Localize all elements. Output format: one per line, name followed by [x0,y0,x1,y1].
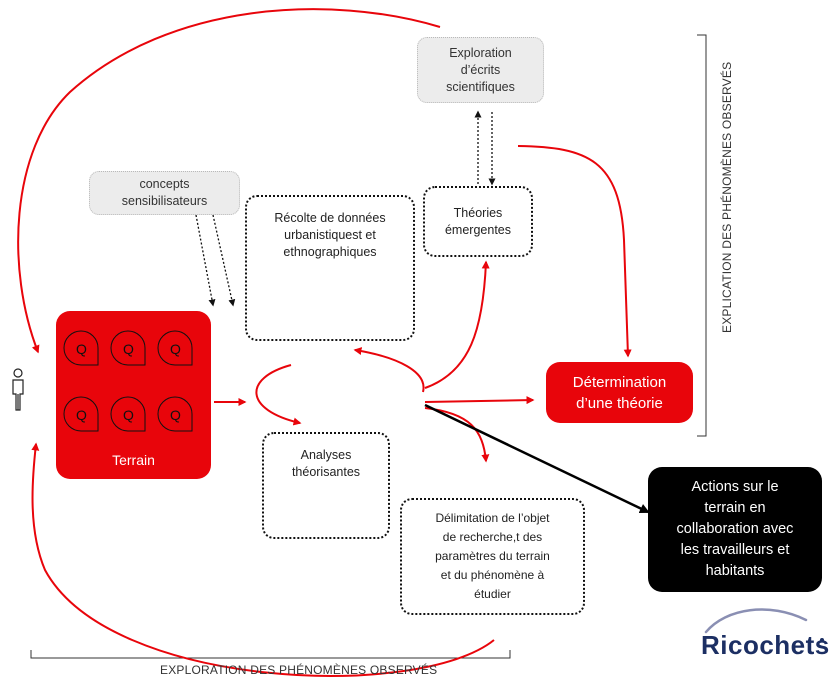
arrow-to-theories [424,260,490,389]
q-bubble-icon: Q [157,330,193,366]
terrain-label: Terrain [112,452,155,468]
vertical-bracket-label: EXPLICATION DES PHÉNOMÈNES OBSERVÉS [720,61,734,333]
person-icon [12,368,24,411]
determination-box: Détermination d’une théorie [546,362,693,423]
concepts-box: concepts sensibilisateurs [89,171,240,215]
arrow-top-loop [17,8,441,354]
dotted-arrow-concepts-2 [212,214,236,307]
arrow-exploration-to-determination [517,145,632,358]
dotted-arrow-concepts-1 [195,214,216,307]
q-bubble-icon: Q [110,330,146,366]
horizontal-bracket-label: EXPLORATION DES PHÉNOMÈNES OBSERVÉS [160,663,438,677]
q-letter: Q [170,407,181,423]
q-bubble-icon: Q [63,330,99,366]
q-letter: Q [123,407,134,423]
logo-dot [820,638,824,642]
arrow-to-delimitation [424,407,490,463]
exploration-ecrits-box: Exploration d’écrits scientifiques [417,37,544,103]
terrain-box: Terrain [56,311,211,479]
delimitation-box: Délimitation de l’objet de recherche,t d… [400,498,585,615]
arrow-bottom-loop [31,442,495,677]
actions-box: Actions sur le terrain en collaboration … [648,467,822,592]
analyses-box: Analyses théorisantes [262,432,390,539]
q-bubble-grid: Q Q Q Q Q Q [63,330,193,432]
theories-box: Théories émergentes [423,186,533,257]
q-bubble-icon: Q [157,396,193,432]
q-bubble-icon: Q [63,396,99,432]
q-letter: Q [76,407,87,423]
q-letter: Q [123,341,134,357]
ricochets-logo: Ricochets [701,630,830,660]
arrow-to-determination [424,396,535,405]
q-letter: Q [76,341,87,357]
q-letter: Q [170,341,181,357]
arrow-loop-up [353,347,425,393]
arrow-to-actions [424,403,650,514]
q-bubble-icon: Q [110,396,146,432]
logo-swoosh [704,608,808,634]
right-bracket [697,34,707,437]
arrow-loop-down [255,364,302,426]
bottom-bracket [30,650,511,659]
recolte-box: Récolte de données urbanistiquest et eth… [245,195,415,341]
